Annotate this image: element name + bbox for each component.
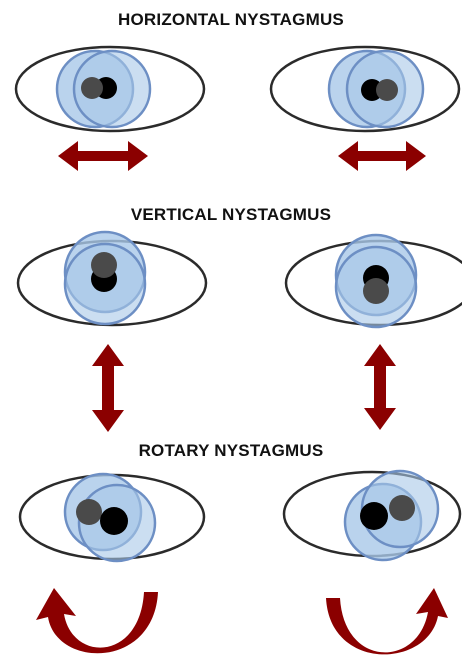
double-headed-horizontal-arrow-icon [338,141,426,171]
horizontal-eye-left [16,47,204,131]
pupil-gray [81,77,103,99]
double-headed-horizontal-arrow-icon [58,141,148,171]
pupil-gray [363,278,389,304]
pupil-dark [360,502,388,530]
double-headed-vertical-arrow-icon [364,344,396,430]
curved-arrow-up-left-icon [36,588,158,653]
rotary-eye-left [20,474,204,561]
pupil-dark [100,507,128,535]
rotary-eye-right [284,471,460,560]
pupil-gray [76,499,102,525]
double-headed-vertical-arrow-icon [92,344,124,432]
pupil-gray [376,79,398,101]
vertical-eye-left [18,232,206,325]
pupil-gray [389,495,415,521]
vertical-eye-right [286,235,462,327]
pupil-gray [91,252,117,278]
curved-arrow-up-right-icon [326,588,448,654]
horizontal-eye-right [271,47,459,131]
